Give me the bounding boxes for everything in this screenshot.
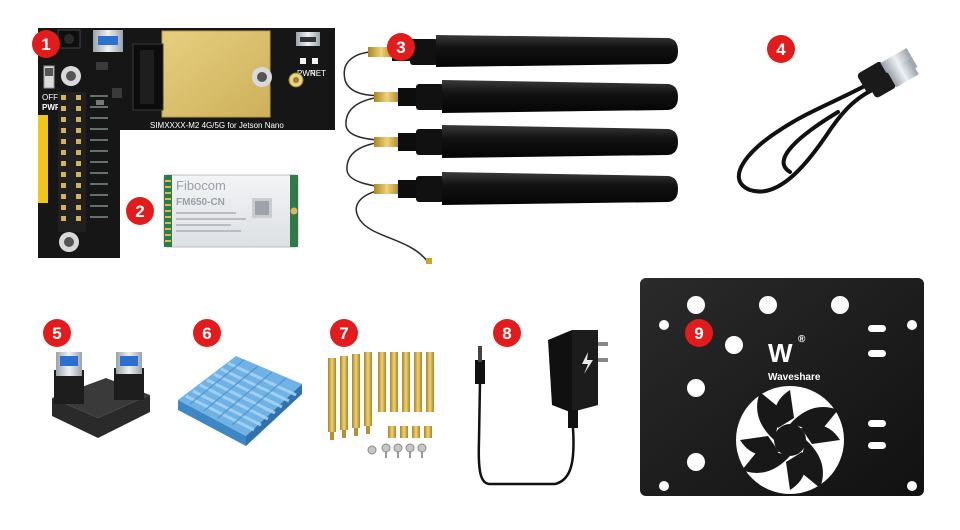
svg-text:3: 3 <box>396 38 405 57</box>
fan-case-plate: W ® Waveshare <box>640 278 924 496</box>
gpio-header <box>58 92 108 232</box>
antenna <box>374 80 678 113</box>
module-model: FM650-CN <box>176 197 225 208</box>
pwr-led-label: PWR <box>297 69 316 78</box>
item-badge-5: 5 <box>43 319 71 347</box>
item-badge-4: 4 <box>767 35 795 63</box>
svg-text:1: 1 <box>41 35 50 54</box>
item-badge-6: 6 <box>193 319 221 347</box>
item-badge-7: 7 <box>330 319 358 347</box>
waveshare-logo-mark: W <box>768 338 793 368</box>
waveshare-brand-name: Waveshare <box>768 372 821 383</box>
expansion-board: PWR NET OFF PWR <box>38 28 335 258</box>
usb-adapter <box>52 352 150 438</box>
registered-mark: ® <box>798 334 806 345</box>
usb-cable <box>736 47 919 194</box>
svg-text:8: 8 <box>502 324 511 343</box>
item-badge-1: 1 <box>32 30 60 58</box>
antenna <box>374 172 678 205</box>
pwr-switch-label: PWR <box>42 103 61 112</box>
item-badge-2: 2 <box>126 197 154 225</box>
svg-text:2: 2 <box>135 202 144 221</box>
svg-text:6: 6 <box>202 324 211 343</box>
svg-text:7: 7 <box>339 324 348 343</box>
off-label: OFF <box>42 93 58 102</box>
board-silkscreen-label: SIMXXXX-M2 4G/5G for Jetson Nano <box>150 121 284 130</box>
antennas <box>343 35 678 264</box>
antenna <box>368 35 678 67</box>
fan-grille <box>736 386 844 494</box>
antenna <box>374 125 678 158</box>
heatsink <box>178 356 302 446</box>
item-badge-8: 8 <box>493 319 521 347</box>
svg-text:5: 5 <box>52 324 61 343</box>
mount-hole <box>59 232 79 252</box>
power-adapter <box>475 330 608 486</box>
cellular-module: Fibocom FM650-CN <box>163 174 299 248</box>
mount-hole <box>61 66 81 86</box>
standoffs-and-screws <box>328 352 434 458</box>
module-brand: Fibocom <box>176 178 226 193</box>
svg-text:9: 9 <box>694 324 703 343</box>
svg-text:4: 4 <box>776 40 786 59</box>
mount-hole <box>252 67 272 87</box>
net-led-label: NET <box>310 69 326 78</box>
item-badge-3: 3 <box>387 33 415 61</box>
item-badge-9: 9 <box>685 319 713 347</box>
